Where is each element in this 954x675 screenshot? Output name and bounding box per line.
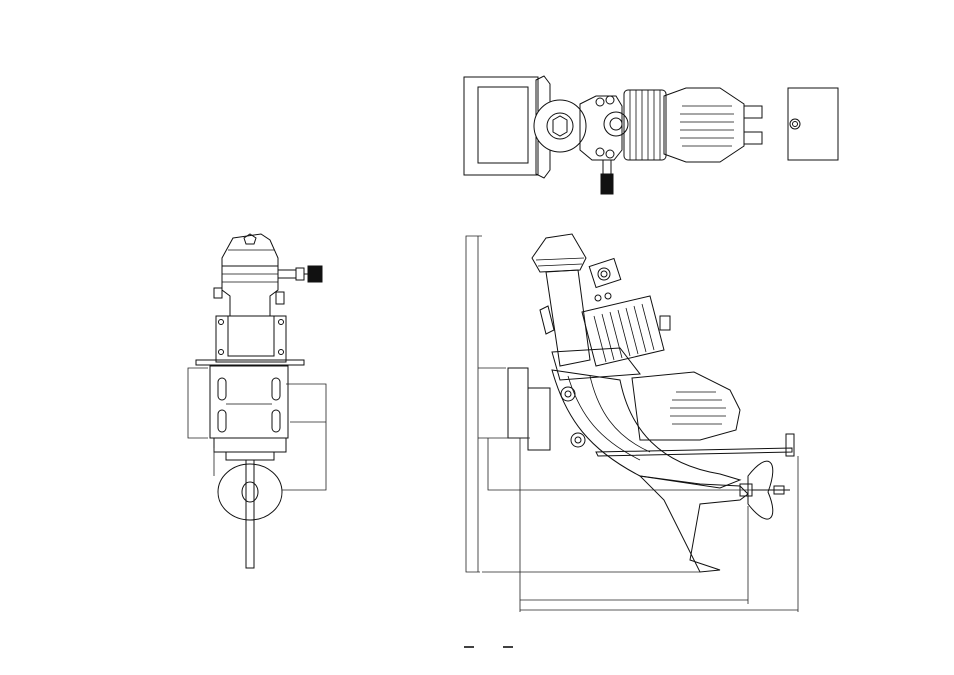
stern-bolt <box>790 119 800 129</box>
crankcase <box>222 266 278 316</box>
side-fitting <box>214 288 222 298</box>
carburettor-throat <box>598 268 610 280</box>
muffler <box>632 372 740 440</box>
needle-valve-knob <box>601 174 613 194</box>
rear-fitting <box>744 132 762 144</box>
bolt <box>606 96 614 104</box>
transom-bracket-inner <box>478 87 528 163</box>
engine-mount <box>552 348 640 380</box>
muffler-slots <box>680 106 734 146</box>
stern-plate <box>788 88 838 160</box>
transom-bracket <box>210 366 288 438</box>
transom-bracket-outline <box>464 77 538 175</box>
transom-clamp <box>528 388 550 450</box>
dimension-line <box>466 236 482 572</box>
flywheel <box>534 100 586 152</box>
propeller <box>218 464 282 520</box>
top-view <box>464 76 838 194</box>
pivot-bolt <box>571 433 585 447</box>
drive-housing-lower <box>226 452 274 460</box>
side-fitting <box>276 292 284 304</box>
front-view <box>188 234 326 568</box>
muffler-slots <box>670 392 726 424</box>
stern-bolt-inner <box>793 122 798 127</box>
cylinder <box>582 296 664 366</box>
mount-slot <box>218 410 226 432</box>
bolt <box>596 148 604 156</box>
needle-valve-stem <box>603 160 611 174</box>
needle-valve-knob <box>308 266 322 282</box>
side-view <box>466 234 798 612</box>
mount-slot <box>218 378 226 400</box>
stern-post <box>786 434 794 456</box>
dimension-line <box>282 384 326 490</box>
bolt <box>606 150 614 158</box>
engine-mount-inner <box>228 316 274 356</box>
drive-leg <box>552 370 740 488</box>
carburettor-throat <box>610 118 622 130</box>
exhaust-port <box>660 316 670 330</box>
carburettor <box>589 259 621 288</box>
cooling-fins <box>630 90 660 160</box>
drive-housing <box>214 438 286 452</box>
dimension-line <box>188 368 208 438</box>
transom-block <box>508 368 528 438</box>
needle-valve-stem <box>278 270 296 278</box>
bolt <box>596 98 604 106</box>
mount-slot <box>272 410 280 432</box>
rear-fitting <box>744 106 762 118</box>
engine-mount <box>216 316 286 362</box>
muffler <box>664 88 744 162</box>
mount-slot <box>272 378 280 400</box>
needle-valve-nut <box>296 268 304 280</box>
